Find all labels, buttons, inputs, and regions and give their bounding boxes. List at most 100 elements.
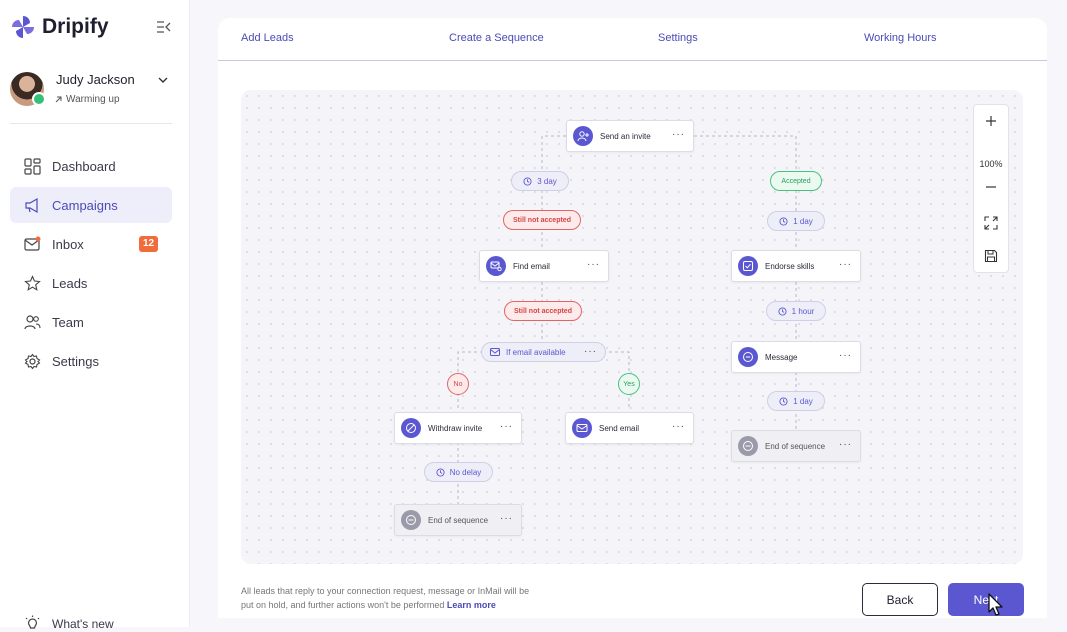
delay-label: 1 day — [793, 396, 813, 406]
minus-icon — [986, 186, 996, 188]
more-options-icon[interactable]: ··· — [839, 439, 852, 450]
reply-hold-note: All leads that reply to your connection … — [241, 584, 541, 612]
delay-none[interactable]: No delay — [424, 462, 493, 482]
delay-label: 1 day — [793, 216, 813, 226]
whats-new-link[interactable]: What's new — [24, 615, 114, 632]
user-status: Warming up — [54, 94, 120, 105]
delay-1-day[interactable]: 1 day — [767, 211, 825, 231]
condition-not-accepted[interactable]: Still not accepted — [504, 301, 582, 321]
sidebar-item-label: Settings — [52, 353, 99, 369]
email-filter-icon — [490, 347, 500, 356]
expand-icon — [984, 216, 998, 230]
branch-no[interactable]: No — [447, 373, 469, 395]
sidebar-item-label: Inbox — [52, 236, 84, 252]
arrow-up-right-icon — [55, 96, 62, 103]
sidebar-item-leads[interactable]: Leads — [10, 265, 172, 301]
node-endorse-skills[interactable]: Endorse skills ··· — [731, 250, 861, 282]
note-text: All leads that reply to your connection … — [241, 586, 530, 610]
withdraw-icon — [401, 418, 421, 438]
delay-label: 1 hour — [791, 306, 815, 316]
zoom-controls: 100% — [973, 104, 1009, 273]
more-options-icon[interactable]: ··· — [672, 129, 685, 140]
megaphone-icon — [25, 197, 38, 213]
mouse-cursor-icon — [988, 593, 1003, 616]
more-options-icon[interactable]: ··· — [672, 421, 685, 432]
more-options-icon[interactable]: ··· — [500, 421, 513, 432]
tab-add-leads[interactable]: Add Leads — [241, 32, 294, 44]
node-withdraw-invite[interactable]: Withdraw invite ··· — [394, 412, 522, 444]
sidebar-item-label: Team — [52, 314, 84, 330]
node-end-of-sequence[interactable]: End of sequence ··· — [731, 430, 861, 462]
sidebar-item-inbox[interactable]: Inbox 12 — [10, 226, 172, 262]
delay-1-day[interactable]: 1 day — [767, 391, 825, 411]
save-icon — [984, 249, 998, 263]
collapse-sidebar-icon[interactable] — [156, 20, 172, 34]
gear-icon — [24, 353, 41, 369]
user-profile[interactable]: Judy Jackson Warming up — [10, 70, 172, 110]
clock-icon — [778, 306, 787, 316]
user-name: Judy Jackson — [56, 72, 135, 87]
more-options-icon[interactable]: ··· — [587, 259, 600, 270]
campaign-tabs: Add Leads Create a Sequence Settings Wor… — [218, 18, 1047, 61]
more-options-icon[interactable]: ··· — [500, 513, 513, 524]
endorse-icon — [738, 256, 758, 276]
delay-3-day[interactable]: 3 day — [511, 171, 569, 191]
tab-create-sequence[interactable]: Create a Sequence — [449, 32, 544, 44]
sidebar-item-campaigns[interactable]: Campaigns — [10, 187, 172, 223]
back-button[interactable]: Back — [862, 583, 938, 616]
condition-accepted[interactable]: Accepted — [770, 171, 822, 191]
node-label: Send email — [599, 423, 640, 433]
sequence-canvas[interactable]: Send an invite ··· 3 day Still not accep… — [241, 90, 1023, 564]
sidebar-item-team[interactable]: Team — [10, 304, 172, 340]
node-send-email[interactable]: Send email ··· — [565, 412, 694, 444]
zoom-level: 100% — [979, 159, 1003, 169]
node-label: Send an invite — [600, 131, 651, 141]
node-label: Endorse skills — [765, 261, 815, 271]
sidebar-item-label: Leads — [52, 275, 88, 291]
node-label: End of sequence — [428, 515, 489, 525]
message-icon — [738, 347, 758, 367]
chevron-down-icon[interactable] — [158, 76, 168, 84]
node-end-of-sequence[interactable]: End of sequence ··· — [394, 504, 522, 536]
node-send-invite[interactable]: Send an invite ··· — [566, 120, 694, 152]
delay-label: No delay — [449, 467, 482, 477]
tab-working-hours[interactable]: Working Hours — [864, 32, 937, 44]
node-label: End of sequence — [765, 441, 826, 451]
send-email-icon — [572, 418, 592, 438]
node-find-email[interactable]: Find email ··· — [479, 250, 609, 282]
lightbulb-icon — [25, 615, 40, 629]
more-options-icon[interactable]: ··· — [839, 259, 852, 270]
clock-icon — [523, 176, 532, 186]
zoom-out-button[interactable] — [974, 173, 1008, 201]
search-email-icon — [486, 256, 506, 276]
more-options-icon[interactable]: ··· — [839, 350, 852, 361]
node-message[interactable]: Message ··· — [731, 341, 861, 373]
brand-name: Dripify — [42, 15, 109, 38]
inbox-count-badge: 12 — [139, 236, 158, 252]
condition-if-email-available[interactable]: If email available ··· — [481, 342, 606, 362]
branch-yes[interactable]: Yes — [618, 373, 640, 395]
logo[interactable]: Dripify — [10, 14, 109, 40]
sidebar-item-dashboard[interactable]: Dashboard — [10, 148, 172, 184]
online-badge — [32, 92, 46, 106]
plus-icon — [986, 116, 996, 126]
dripify-logo-icon — [12, 16, 34, 38]
save-button[interactable] — [974, 242, 1008, 270]
tab-settings[interactable]: Settings — [658, 32, 698, 44]
sidebar-item-settings[interactable]: Settings — [10, 343, 172, 379]
sequence-connectors — [457, 135, 797, 505]
node-label: Message — [765, 352, 798, 362]
fit-screen-button[interactable] — [974, 209, 1008, 237]
add-person-icon — [573, 126, 593, 146]
learn-more-link[interactable]: Learn more — [446, 600, 496, 610]
stop-icon — [738, 436, 758, 456]
clock-icon — [779, 216, 788, 226]
user-status-text: Warming up — [66, 94, 120, 105]
zoom-in-button[interactable] — [974, 107, 1008, 135]
delay-1-hour[interactable]: 1 hour — [766, 301, 826, 321]
more-options-icon[interactable]: ··· — [584, 346, 597, 357]
team-icon — [24, 314, 41, 329]
condition-not-accepted[interactable]: Still not accepted — [503, 210, 581, 230]
sidebar-divider — [10, 123, 172, 124]
whats-new-label: What's new — [52, 616, 114, 631]
